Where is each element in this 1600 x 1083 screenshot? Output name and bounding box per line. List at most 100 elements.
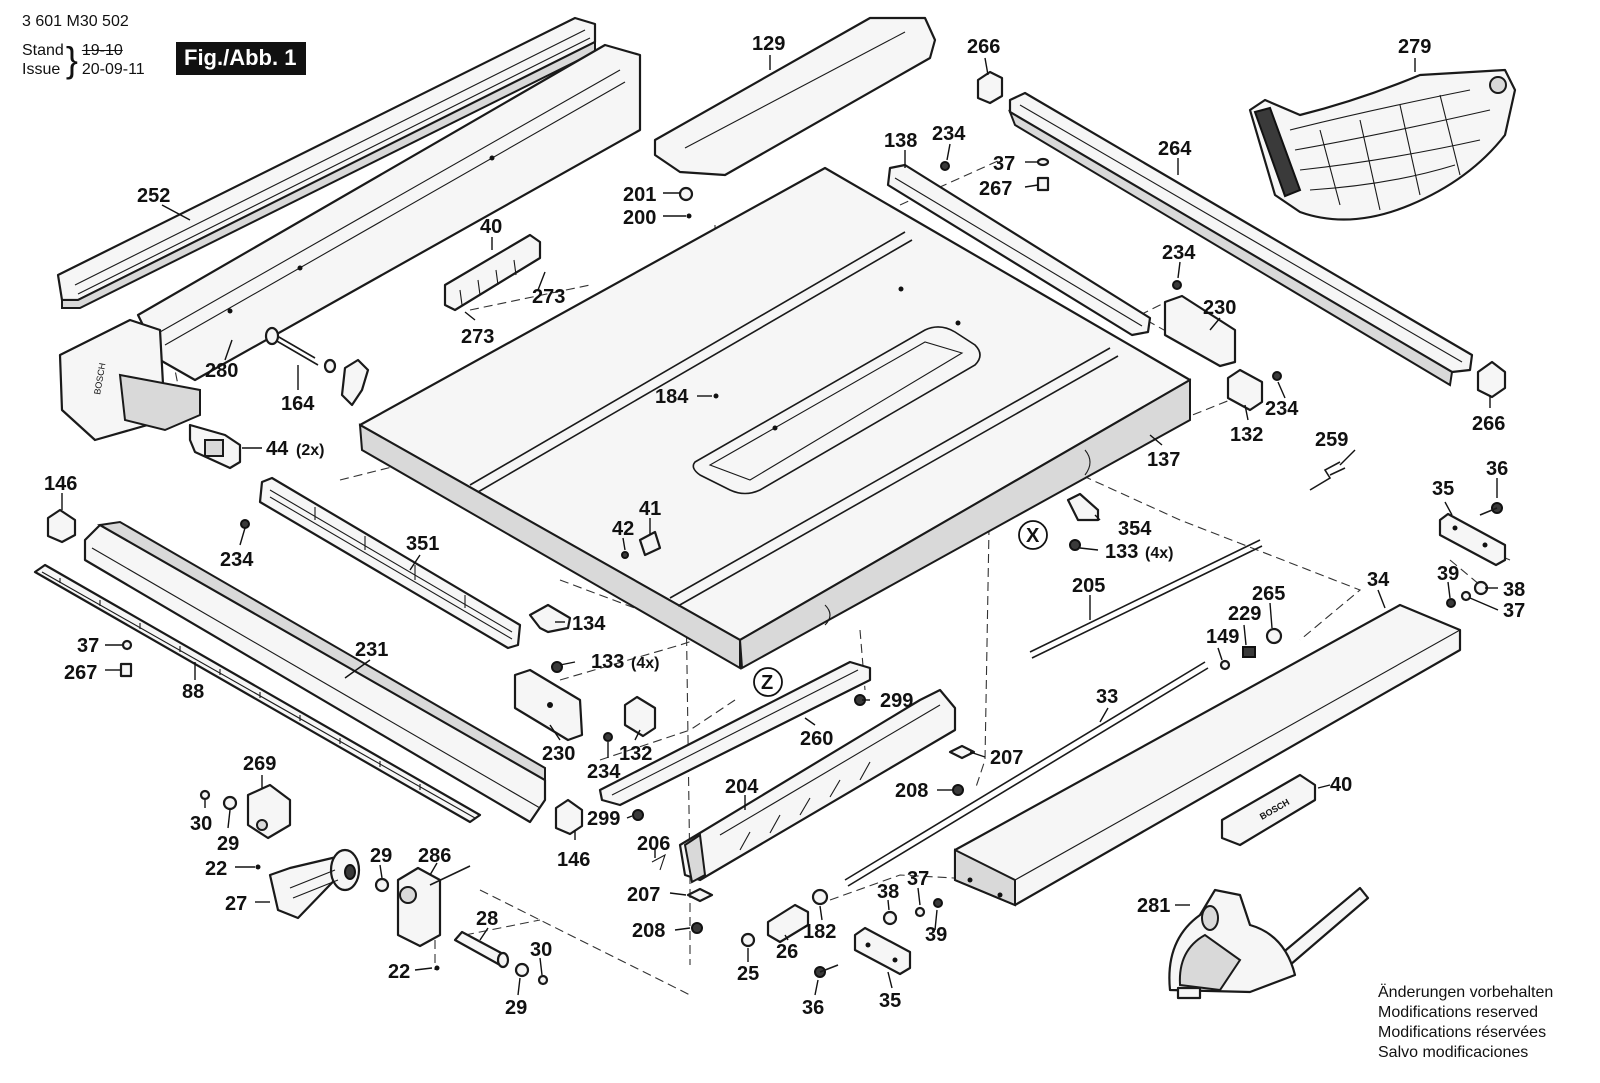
insert-plate-129	[653, 16, 937, 177]
callout-146: 146	[44, 473, 77, 495]
callout-27: 27	[225, 893, 247, 915]
callout-133-b: 133	[591, 651, 624, 673]
callout-41: 41	[639, 498, 661, 520]
callout-230: 230	[1203, 297, 1236, 319]
clip-44	[188, 423, 242, 470]
callout-299-b: 299	[587, 808, 620, 830]
pin-28	[453, 930, 510, 969]
callout-286: 286	[418, 845, 451, 867]
callout-231: 231	[355, 639, 388, 661]
callout-146-b: 146	[557, 849, 590, 871]
extension-tube-34	[953, 603, 1462, 907]
callout-207: 207	[990, 747, 1023, 769]
callout-208: 208	[895, 780, 928, 802]
callout-42: 42	[612, 518, 634, 540]
callout-149: 149	[1206, 626, 1239, 648]
callout-138: 138	[884, 130, 917, 152]
callout-x-marker: X	[1026, 525, 1040, 547]
lever-27	[268, 848, 361, 920]
callout-137: 137	[1147, 449, 1180, 471]
callout-88: 88	[182, 681, 204, 703]
disclaimer-en: Modifications reserved	[1378, 1004, 1539, 1021]
callout-37: 37	[993, 153, 1015, 175]
hardware	[119, 157, 1503, 986]
issue-value: 20-09-11	[81, 61, 145, 78]
callout-267-b: 267	[64, 662, 97, 684]
callout-29: 29	[217, 833, 239, 855]
callout-40: 40	[480, 216, 502, 238]
knob-164	[264, 326, 370, 407]
callout-259: 259	[1315, 429, 1348, 451]
callout-29-c: 29	[505, 997, 527, 1019]
callout-35: 35	[1432, 478, 1454, 500]
stand-value: 19-10	[81, 42, 123, 59]
callout-207-b: 207	[627, 884, 660, 906]
blade-guard-279	[1248, 68, 1517, 221]
callout-200: 200	[623, 207, 656, 229]
bracket-132-left	[623, 695, 657, 738]
revision-block: Stand Issue } 19-10 20-09-11	[22, 41, 145, 79]
rail-264	[1008, 91, 1474, 387]
issue-label: Issue	[22, 61, 61, 78]
callout-204: 204	[725, 776, 759, 798]
callout-234-d: 234	[220, 549, 254, 571]
callout-28: 28	[476, 908, 498, 930]
callout-29-b: 29	[370, 845, 392, 867]
callout-36-b: 36	[802, 997, 824, 1019]
block-286	[396, 865, 471, 948]
callout-26: 26	[776, 941, 798, 963]
vent-351	[258, 476, 522, 650]
callout-z-marker: Z	[761, 672, 773, 694]
callout-354: 354	[1118, 518, 1152, 540]
callout-34: 34	[1367, 569, 1390, 591]
bracket-269	[246, 783, 292, 840]
scale-88	[33, 563, 482, 824]
callout-39: 39	[1437, 563, 1459, 585]
document-number: 3 601 M30 502	[22, 13, 129, 30]
document-header: 3 601 M30 502 Stand Issue } 19-10 20-09-…	[22, 12, 145, 79]
callout-33: 33	[1096, 686, 1118, 708]
callout-206: 206	[637, 833, 670, 855]
callout-35-b: 35	[879, 990, 901, 1012]
callout-44: 44	[266, 438, 289, 460]
callout-22-b: 22	[388, 961, 410, 983]
callout-260: 260	[800, 728, 833, 750]
plate-35-right	[1438, 512, 1507, 567]
callout-36: 36	[1486, 458, 1508, 480]
callout-129: 129	[752, 33, 785, 55]
callout-264: 264	[1158, 138, 1192, 160]
callout-208-b: 208	[632, 920, 665, 942]
callout-351: 351	[406, 533, 439, 555]
callout-40-b: 40	[1330, 774, 1352, 796]
callout-132: 132	[1230, 424, 1263, 446]
figure-label: Fig./Abb. 1	[176, 42, 307, 75]
plate-230-left	[513, 668, 584, 742]
housing-204	[678, 688, 957, 884]
callout-labels: 129 266 279 138 234 37 267 264 252 201 2…	[44, 33, 1525, 1019]
front-rail-231	[83, 520, 547, 824]
callout-39-b: 39	[925, 924, 947, 946]
callout-133: 133	[1105, 541, 1138, 563]
callout-37-c: 37	[77, 635, 99, 657]
callout-205: 205	[1072, 575, 1105, 597]
callout-164: 164	[281, 393, 315, 415]
brace-glyph: }	[65, 39, 78, 80]
callout-234: 234	[932, 123, 966, 145]
callout-281: 281	[1137, 895, 1170, 917]
callout-44-qty: (2x)	[296, 442, 324, 459]
fence-body-280: BOSCH	[58, 43, 642, 442]
callout-234-c: 234	[1265, 398, 1299, 420]
callout-133-b-qty: (4x)	[631, 655, 659, 672]
bracket-134	[528, 603, 572, 634]
callout-133-qty: (4x)	[1145, 545, 1173, 562]
callout-22: 22	[205, 858, 227, 880]
callout-201: 201	[623, 184, 656, 206]
support-bar-260	[598, 660, 872, 807]
leader-lines	[61, 55, 1499, 996]
stand-label: Stand	[22, 42, 64, 59]
rod-33	[844, 661, 1209, 887]
bracket-132-right	[1226, 368, 1264, 412]
callout-25: 25	[737, 963, 759, 985]
